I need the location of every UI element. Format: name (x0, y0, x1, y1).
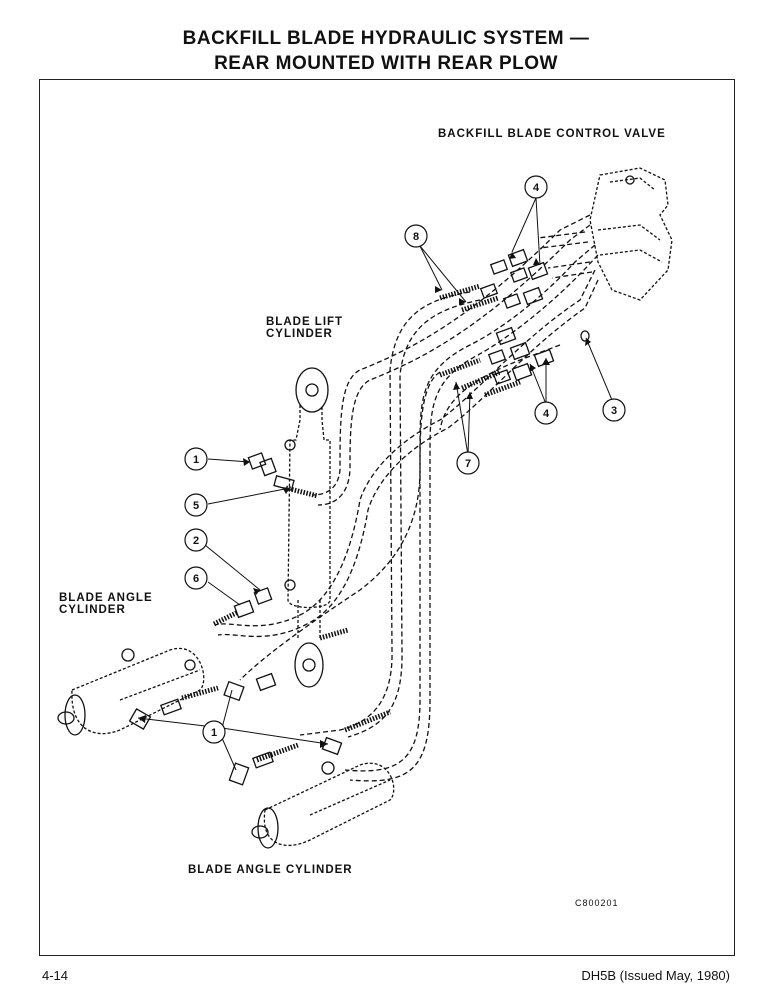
hose-ends (181, 283, 521, 763)
blade-angle-cylinder-left (57, 647, 205, 736)
blade-angle-cylinder-bottom (251, 761, 395, 849)
callout-4-lower: 4 (543, 408, 550, 420)
callout-6: 6 (193, 573, 199, 585)
label-lift-cylinder-line-1: BLADE LIFT (266, 316, 344, 328)
callout-5: 5 (193, 500, 199, 512)
callout-1-upper: 1 (193, 454, 199, 466)
callout-4-upper: 4 (533, 182, 540, 194)
page-title-line-1: BACKFILL BLADE HYDRAULIC SYSTEM — (182, 28, 590, 49)
blade-lift-cylinder (284, 367, 331, 688)
page-number: 4-14 (42, 968, 69, 983)
callout-3: 3 (611, 405, 617, 417)
arrowheads (138, 252, 591, 748)
callout-1-lower: 1 (211, 727, 217, 739)
hoses (214, 214, 599, 782)
label-lift-cylinder-line-2: CYLINDER (266, 328, 333, 340)
page-title-line-2: REAR MOUNTED WITH REAR PLOW (214, 53, 558, 74)
callout-2: 2 (193, 535, 199, 547)
drawing-code: C800201 (575, 898, 619, 908)
diagram-frame (39, 79, 735, 956)
label-angle-cylinder-left-line-1: BLADE ANGLE (59, 592, 153, 604)
label-control-valve: BACKFILL BLADE CONTROL VALVE (438, 128, 666, 140)
callout-8: 8 (413, 231, 419, 243)
callout-7: 7 (465, 458, 471, 470)
callout-circles (184, 175, 626, 744)
fittings (128, 248, 590, 786)
label-angle-cylinder-bottom: BLADE ANGLE CYLINDER (188, 864, 353, 876)
leader-lines (137, 197, 613, 771)
control-valve-drawing (589, 167, 673, 301)
document-id: DH5B (Issued May, 1980) (581, 968, 730, 983)
label-angle-cylinder-left-line-2: CYLINDER (59, 604, 126, 616)
